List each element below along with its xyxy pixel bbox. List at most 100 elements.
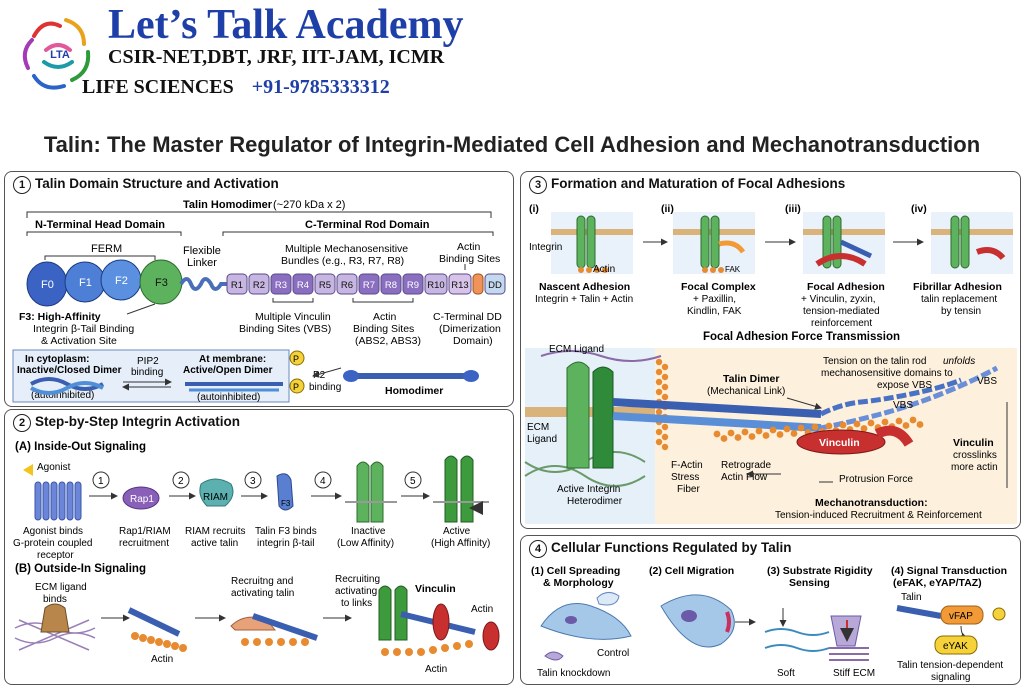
actin-bead <box>655 428 663 436</box>
actin-bead <box>661 363 669 371</box>
actin-bead <box>655 388 663 396</box>
brand-subject: LIFE SCIENCES <box>82 76 234 98</box>
svg-text:FERM: FERM <box>91 243 122 255</box>
actin-bead <box>881 418 889 426</box>
svg-text:& Morphology: & Morphology <box>543 577 614 589</box>
svg-text:mechanosensitive domains to: mechanosensitive domains to <box>821 368 953 379</box>
svg-text:expose VBS: expose VBS <box>877 380 932 391</box>
actin-bead <box>839 421 847 429</box>
actin-bead <box>713 430 721 438</box>
actin-bead <box>661 393 669 401</box>
actin-bead <box>727 429 735 437</box>
rod-domain-label: R3 <box>275 280 287 291</box>
svg-text:Multiple Vinculin: Multiple Vinculin <box>255 311 331 323</box>
svg-text:1: 1 <box>98 476 104 487</box>
svg-text:ECM: ECM <box>527 422 549 433</box>
svg-text:RIAM: RIAM <box>203 492 228 503</box>
svg-text:(autoinhibited): (autoinhibited) <box>197 392 260 403</box>
rod-domain-r1 <box>226 273 248 295</box>
main-title: Talin: The Master Regulator of Integrin-… <box>43 132 981 157</box>
svg-text:signaling: signaling <box>931 672 970 683</box>
svg-text:Focal Complex: Focal Complex <box>681 281 756 293</box>
svg-text:(3) Substrate Rigidity: (3) Substrate Rigidity <box>767 565 873 577</box>
svg-text:(A) Inside-Out Signaling: (A) Inside-Out Signaling <box>15 441 146 453</box>
cellular-functions-diagram: (1) Cell Spreading & Morphology Control … <box>531 565 1007 683</box>
rod-domain-r13 <box>448 273 472 295</box>
svg-text:(1) Cell Spreading: (1) Cell Spreading <box>531 565 620 577</box>
rod-domain-r4 <box>292 273 314 295</box>
svg-text:vFAP: vFAP <box>949 611 973 622</box>
svg-text:reinforcement: reinforcement <box>811 318 872 329</box>
svg-text:Nascent Adhesion: Nascent Adhesion <box>539 281 630 293</box>
svg-text:C-Terminal DD: C-Terminal DD <box>433 311 502 323</box>
svg-text:Active: Active <box>443 526 471 537</box>
actin-bead <box>762 432 770 439</box>
svg-text:Talin Homodimer: Talin Homodimer <box>183 199 273 211</box>
svg-text:+ Vinculin, zyxin,: + Vinculin, zyxin, <box>801 294 876 305</box>
actin-bead <box>661 443 669 451</box>
actin-bead <box>655 368 663 376</box>
svg-text:2: 2 <box>178 476 184 487</box>
svg-text:Fiber: Fiber <box>677 484 700 495</box>
svg-text:(~270 kDa x 2): (~270 kDa x 2) <box>273 199 345 211</box>
svg-text:Retrograde: Retrograde <box>721 460 771 471</box>
svg-text:eYAK: eYAK <box>943 641 968 652</box>
svg-text:Actin Flow: Actin Flow <box>721 472 768 483</box>
svg-text:Integrin: Integrin <box>529 242 562 253</box>
svg-text:to links: to links <box>341 598 372 609</box>
actin-bead <box>895 417 903 425</box>
svg-text:Sensing: Sensing <box>789 577 830 589</box>
svg-text:Focal Adhesion Force Transmiss: Focal Adhesion Force Transmission <box>703 331 900 343</box>
actin-binding-site <box>472 273 484 295</box>
svg-text:(4) Signal Transduction: (4) Signal Transduction <box>891 565 1007 577</box>
rod-domain-r2 <box>248 273 270 295</box>
actin-bead <box>916 421 924 428</box>
svg-text:Focal Adhesion: Focal Adhesion <box>807 281 885 293</box>
panel-3-title: Formation and Maturation of Focal Adhesi… <box>551 176 846 191</box>
svg-text:Actin: Actin <box>425 664 447 675</box>
actin-bead <box>783 425 791 433</box>
svg-text:Talin knockdown: Talin knockdown <box>537 668 610 679</box>
svg-text:Vinculin: Vinculin <box>819 437 860 449</box>
actin-bead <box>720 435 728 442</box>
svg-text:Talin: Talin <box>901 592 922 603</box>
svg-text:Fibrillar Adhesion: Fibrillar Adhesion <box>913 281 1002 293</box>
actin-bead <box>741 428 749 436</box>
svg-text:RIAM recruits: RIAM recruits <box>185 526 246 537</box>
svg-text:(iv): (iv) <box>911 203 927 215</box>
svg-text:Integrin + Talin + Actin: Integrin + Talin + Actin <box>535 294 633 305</box>
svg-text:Kindlin, FAK: Kindlin, FAK <box>687 306 742 317</box>
svg-text:Binding Sites: Binding Sites <box>353 323 414 335</box>
actin-bead <box>655 378 663 386</box>
rod-domain-label: R5 <box>319 280 331 291</box>
svg-text:Tension on the talin rod: Tension on the talin rod <box>823 356 926 367</box>
svg-text:Mechanotransduction:: Mechanotransduction: <box>815 497 928 509</box>
svg-text:F1: F1 <box>79 277 92 289</box>
svg-text:N-Terminal Head Domain: N-Terminal Head Domain <box>35 219 165 231</box>
svg-text:P: P <box>293 382 299 392</box>
svg-text:Binding Sites (VBS): Binding Sites (VBS) <box>239 323 331 335</box>
brand-contact-line: LIFE SCIENCES +91-9785333312 <box>82 76 390 99</box>
svg-text:In cytoplasm:: In cytoplasm: <box>25 354 89 365</box>
svg-text:FAK: FAK <box>725 265 741 274</box>
svg-text:Homodimer: Homodimer <box>385 385 443 397</box>
svg-text:binding: binding <box>309 382 341 393</box>
svg-text:Soft: Soft <box>777 668 795 679</box>
rod-domain-label: DD <box>488 280 502 291</box>
svg-text:PIP2: PIP2 <box>137 356 159 367</box>
actin-bead <box>860 425 868 432</box>
svg-text:recruitment: recruitment <box>119 538 169 549</box>
brand-phone: +91-9785333312 <box>251 76 390 98</box>
svg-text:(Dimerization: (Dimerization <box>439 323 501 335</box>
rod-domain-dd <box>484 273 506 295</box>
svg-text:ECM Ligand: ECM Ligand <box>549 344 604 355</box>
svg-text:Talin tension-dependent: Talin tension-dependent <box>897 660 1003 671</box>
svg-text:& Activation Site: & Activation Site <box>41 335 117 347</box>
svg-text:integrin β-tail: integrin β-tail <box>257 538 314 549</box>
svg-text:5: 5 <box>410 476 416 487</box>
svg-text:Actin: Actin <box>471 604 493 615</box>
svg-text:G-protein coupled: G-protein coupled <box>13 538 93 549</box>
actin-bead <box>769 426 777 434</box>
